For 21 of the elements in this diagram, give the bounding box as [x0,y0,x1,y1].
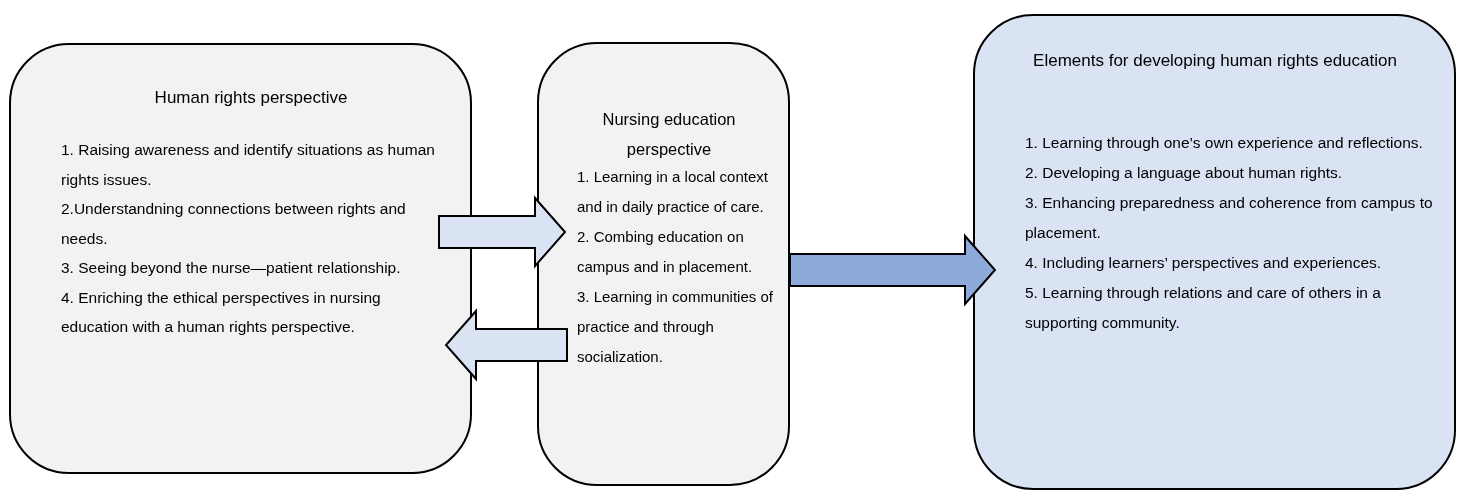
block-arrow [438,195,567,269]
box-heading: Nursing education perspective [601,109,737,160]
list-item: 4. Including learners’ perspectives and experiences. [1025,253,1383,273]
list-item: 2. Developing a language about human rights. [1025,163,1344,183]
list-item: 5. Learning through relations and care of others in a supporting community. [1025,283,1382,333]
list-item: 1. Learning in a local context and in daily practice of care. [577,167,769,217]
rounded-box [973,14,1456,490]
rounded-box [537,42,790,486]
list-item: 3. Seeing beyond the nurse—patient relationship. [61,258,402,278]
list-item: 3. Learning in communities of practice and through socialization. [577,287,774,367]
block-arrow [789,233,997,307]
list-item: 2.Understandning connections between rights and needs. [61,199,407,249]
block-arrow [444,308,568,382]
list-item: 3. Enhancing preparedness and coherence from campus to placement. [1025,193,1434,243]
list-item: 4. Enriching the ethical perspectives in nursing education with a human rights perspective. [61,287,382,337]
list-item: 1. Learning through one’s own experience and reflections. [1025,133,1424,153]
list-item: 2. Combing education on campus and in placement. [577,227,754,277]
rounded-box [9,43,472,474]
box-heading: Human rights perspective [153,87,349,109]
box-heading: Elements for developing human rights education [1032,50,1398,72]
list-item: 1. Raising awareness and identify situations as human rights issues. [61,140,436,190]
